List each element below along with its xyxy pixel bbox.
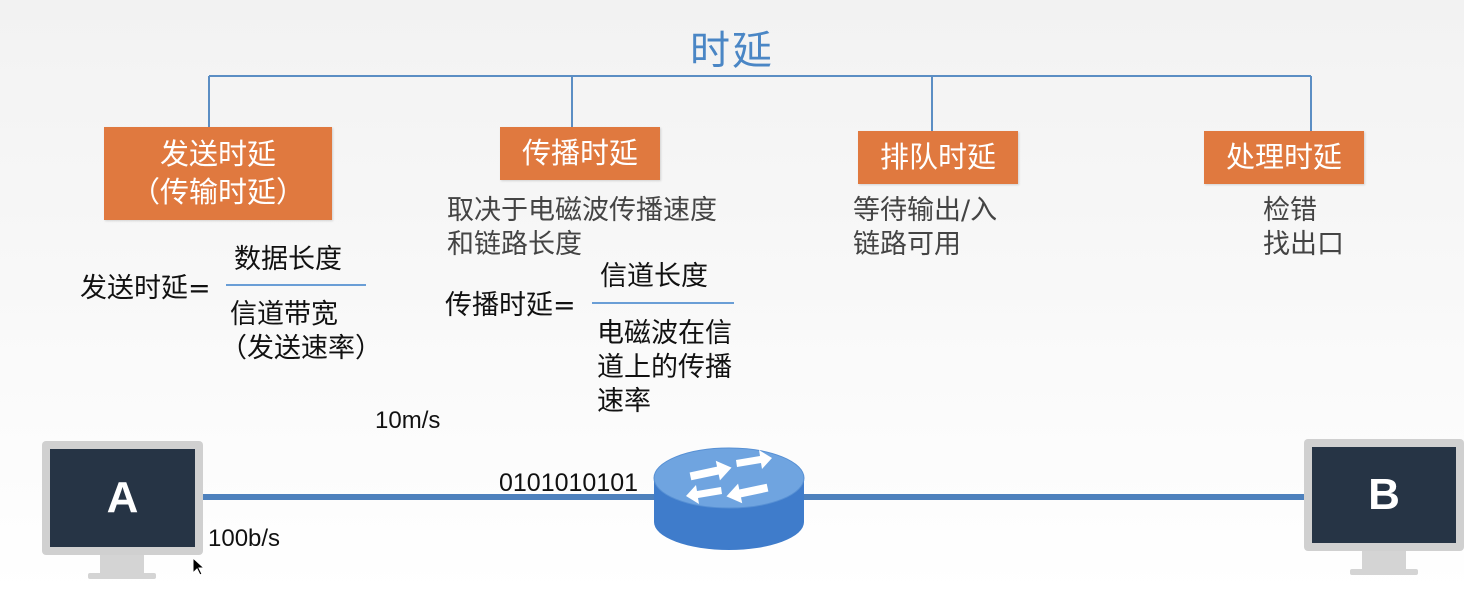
host-a-stand xyxy=(100,555,144,575)
queue-description-line2: 链路可用 xyxy=(853,229,961,260)
process-delay-box: 处理时延 xyxy=(1204,131,1364,184)
host-b-base xyxy=(1350,569,1418,575)
host-b-computer[interactable]: B xyxy=(1304,439,1464,579)
send-delay-denominator: 信道带宽 （发送速率） xyxy=(220,298,382,366)
process-description-line2: 找出口 xyxy=(1263,229,1344,260)
propagation-speed-label: 10m/s xyxy=(375,407,441,434)
propagation-delay-formula-label: 传播时延= xyxy=(445,290,576,321)
send-delay-denominator-line2: （发送速率） xyxy=(220,333,382,364)
propagation-delay-box: 传播时延 xyxy=(500,127,660,180)
send-delay-box-label: 发送时延 xyxy=(159,137,276,171)
process-description-line1: 检错 xyxy=(1263,195,1317,226)
propagation-delay-fraction-bar xyxy=(592,302,734,304)
process-description: 检错 找出口 xyxy=(1263,194,1344,262)
propagation-delay-numerator: 信道长度 xyxy=(600,261,708,292)
host-a-base xyxy=(88,573,156,579)
propagation-delay-denominator-line1: 电磁波在信 xyxy=(597,318,732,349)
queue-description: 等待输出/入 链路可用 xyxy=(853,194,997,262)
host-b-screen: B xyxy=(1312,447,1456,543)
send-delay-numerator: 数据长度 xyxy=(234,244,342,275)
propagation-description-line1: 取决于电磁波传播速度 xyxy=(447,195,717,226)
bitstream-label: 0101010101 xyxy=(499,469,639,497)
diagram-title: 时延 xyxy=(690,28,774,74)
send-delay-box-sublabel: （传输时延） xyxy=(130,175,305,209)
propagation-description-line2: 和链路长度 xyxy=(447,229,582,260)
send-delay-denominator-line1: 信道带宽 xyxy=(230,299,338,330)
propagation-description: 取决于电磁波传播速度 和链路长度 xyxy=(447,194,717,262)
host-a-computer[interactable]: A xyxy=(42,441,203,581)
send-delay-formula-label: 发送时延= xyxy=(80,273,211,304)
send-delay-box: 发送时延 （传输时延） xyxy=(104,127,332,220)
host-a-screen: A xyxy=(50,449,195,547)
mouse-cursor-icon xyxy=(192,557,206,576)
bandwidth-label: 100b/s xyxy=(208,525,281,552)
router-icon[interactable] xyxy=(652,442,806,554)
propagation-delay-denominator-line2: 道上的传播 xyxy=(597,352,732,383)
propagation-delay-denominator-line3: 速率 xyxy=(597,386,651,417)
queue-delay-box: 排队时延 xyxy=(858,131,1018,184)
queue-description-line1: 等待输出/入 xyxy=(853,195,998,226)
host-b-stand xyxy=(1362,551,1406,571)
propagation-delay-denominator: 电磁波在信 道上的传播 速率 xyxy=(597,317,732,419)
send-delay-fraction-bar xyxy=(226,284,366,286)
